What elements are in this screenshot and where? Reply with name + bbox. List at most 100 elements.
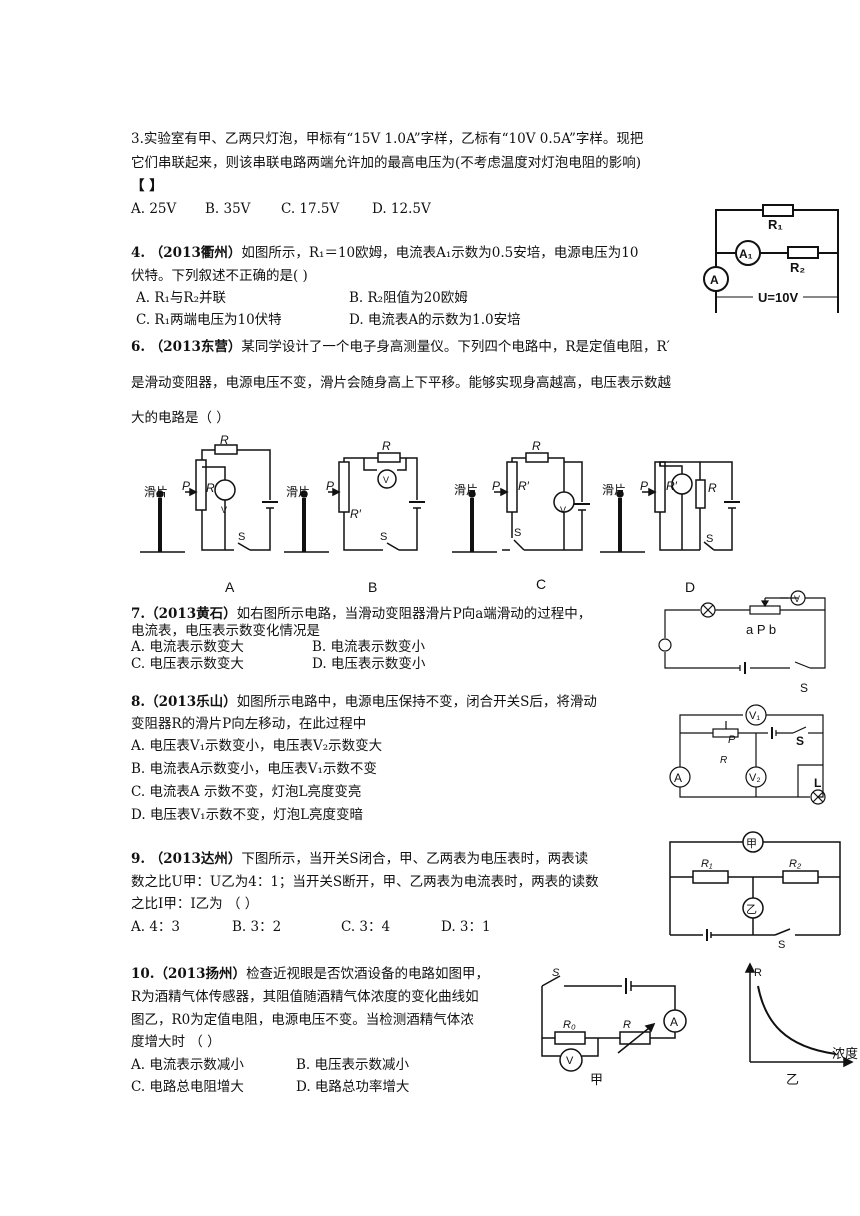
q6c-slider: 滑片 <box>454 483 478 497</box>
q10-circuit-figure: S R₀ R A V 甲 <box>541 967 687 1087</box>
q6d-p: P <box>640 479 648 493</box>
q6a-p: P <box>182 479 190 493</box>
q9-fig-r1: R₁ <box>701 858 713 870</box>
q3-option-c: C. 17.5V <box>281 201 340 217</box>
q10-graph-axis-x: 浓度 <box>832 1046 858 1061</box>
q4-line2: 伏特。下列叙述不正确的是( ) <box>131 268 308 284</box>
q9-line3: 之比I甲：I乙为 （ ） <box>131 896 259 912</box>
q6a-v: V <box>221 505 227 515</box>
q3-bracket: 【 】 <box>131 178 163 194</box>
q9-fig-yi: 乙 <box>746 903 757 916</box>
q8-fig-v2: V₂ <box>749 772 761 784</box>
q6b-s: S <box>380 531 387 543</box>
q10-option-c: C. 电路总电阻增大 <box>131 1079 244 1095</box>
q6a-rp: R′ <box>206 481 218 495</box>
q10-line3: 图乙，R0为定值电阻，电源电压不变。当检测酒精气体浓 <box>131 1012 474 1028</box>
q10-option-d: D. 电路总功率增大 <box>296 1079 410 1095</box>
q10-curve-graph: R 浓度 乙 <box>744 962 858 1087</box>
q6-circuit-b: 滑片 P R′ R V S <box>284 439 425 553</box>
q8-fig-v1: V₁ <box>749 710 760 722</box>
q10-fig-r0: R₀ <box>563 1019 576 1031</box>
q8-fig-p: P <box>728 734 736 746</box>
q10-line1: 10.（2013扬州）检查近视眼是否饮酒设备的电路如图甲， <box>131 965 489 983</box>
q10-option-b: B. 电压表示数减小 <box>296 1057 410 1073</box>
q10-fig-a: A <box>670 1015 678 1029</box>
q6-line1: 6. （2013东营）某同学设计了一个电子身高测量仪。下列四个电路中，R是定值电… <box>131 338 670 356</box>
q9-option-c: C. 3：4 <box>341 919 391 935</box>
q6d-r: R <box>708 481 717 495</box>
q6c-r: R <box>532 439 541 453</box>
q9-line1: 9. （2013达州）下图所示，当开关S闭合，甲、乙两表为电压表时，两表读 <box>131 850 588 868</box>
q9-option-d: D. 3：1 <box>441 919 491 935</box>
q6-label-a: A <box>225 579 235 595</box>
q9-stem1: 下图所示，当开关S闭合，甲、乙两表为电压表时，两表读 <box>241 851 589 867</box>
q8-option-d: D. 电压表V₁示数不变，灯泡L亮度变暗 <box>131 807 364 823</box>
q10-option-a: A. 电流表示数减小 <box>131 1057 244 1073</box>
q9-option-b: B. 3：2 <box>232 919 282 935</box>
q3-line2: 它们串联起来，则该串联电路两端允许加的最高电压为(不考虑温度对灯泡电阻的影响) <box>131 155 642 171</box>
q8-fig-l: L <box>814 776 821 790</box>
q9-fig-r2: R₂ <box>789 858 802 870</box>
q4-fig-a: A <box>710 273 719 287</box>
q8-option-b: B. 电流表A示数变小，电压表V₁示数不变 <box>131 761 377 777</box>
q4-line1: 4. （2013衢州）如图所示，R₁＝10欧姆，电流表A₁示数为0.5安培，电源… <box>131 244 638 262</box>
q8-source: 8.（2013乐山） <box>131 694 237 710</box>
q9-option-a: A. 4：3 <box>131 919 181 935</box>
q7-option-b: B. 电流表示数变小 <box>312 639 426 655</box>
q6a-r: R <box>220 433 229 447</box>
q6-source: 6. （2013东营） <box>131 339 242 355</box>
q6b-v: V <box>383 475 389 485</box>
q8-line2: 变阻器R的滑片P向左移动，在此过程中 <box>131 716 367 732</box>
q6d-slider: 滑片 <box>602 483 626 497</box>
q6b-slider: 滑片 <box>286 485 310 499</box>
q6a-slider: 滑片 <box>144 485 168 499</box>
q8-fig-a: A <box>674 771 682 785</box>
q7-option-a: A. 电流表示数变大 <box>131 639 244 655</box>
q4-stem1: 如图所示，R₁＝10欧姆，电流表A₁示数为0.5安培，电源电压为10 <box>241 245 639 261</box>
q10-line2: R为酒精气体传感器，其阻值随酒精气体浓度的变化曲线如 <box>131 989 479 1005</box>
q6-line3: 大的电路是（ ） <box>131 410 230 426</box>
q6-circuit-c: 滑片 P R′ R V S <box>452 439 590 553</box>
q10-fig-v: V <box>566 1055 574 1067</box>
q8-option-c: C. 电流表A 示数不变，灯泡L亮度变亮 <box>131 784 362 800</box>
q4-fig-a1: A₁ <box>739 247 753 261</box>
q8-option-a: A. 电压表V₁示数变小，电压表V₂示数变大 <box>131 738 383 754</box>
q7-option-d: D. 电压表示数变小 <box>312 656 426 672</box>
q4-fig-r2: R₂ <box>790 260 805 275</box>
q7-stem1: 如右图所示电路，当滑动变阻器滑片P向a端滑动的过程中， <box>236 606 592 622</box>
q8-fig-s: S <box>796 734 804 748</box>
q8-line1: 8.（2013乐山）如图所示电路中，电源电压保持不变，闭合开关S后，将滑动 <box>131 693 597 711</box>
q4-source: 4. （2013衢州） <box>131 245 242 261</box>
q4-fig-r1: R₁ <box>768 217 783 232</box>
q4-option-b: B. R₂阻值为20欧姆 <box>349 290 468 306</box>
q10-source: 10.（2013扬州） <box>131 966 247 982</box>
q10-line4: 度增大时 （ ） <box>131 1034 221 1050</box>
q7-option-c: C. 电压表示数变大 <box>131 656 244 672</box>
q4-option-c: C. R₁两端电压为10伏特 <box>136 312 282 328</box>
q7-line1: 7.（2013黄石）如右图所示电路，当滑动变阻器滑片P向a端滑动的过程中， <box>131 605 591 623</box>
q4-option-a: A. R₁与R₂并联 <box>136 290 226 306</box>
q6a-s: S <box>238 531 245 543</box>
q6b-rp: R′ <box>350 507 362 521</box>
q7-fig-s: S <box>800 681 808 695</box>
q6-line2: 是滑动变阻器，电源电压不变，滑片会随身高上下平移。能够实现身高越高，电压表示数越 <box>131 375 671 391</box>
q10-fig-jia: 甲 <box>590 1072 603 1087</box>
q6-stem1: 某同学设计了一个电子身高测量仪。下列四个电路中，R是定值电阻，R′ <box>241 339 670 355</box>
q9-fig-s: S <box>778 939 785 951</box>
q3-line1: 3.实验室有甲、乙两只灯泡，甲标有“15V 1.0A”字样，乙标有“10V 0.… <box>131 131 644 147</box>
q10-graph-axis-y: R <box>754 967 762 979</box>
q6-circuit-d: 滑片 P R′ R S <box>600 461 740 553</box>
q8-fig-r: R <box>720 755 727 766</box>
q3-option-b: B. 35V <box>205 201 251 217</box>
q7-fig-v: V <box>794 594 800 604</box>
q6d-s: S <box>706 533 713 545</box>
q4-fig-u: U=10V <box>758 290 798 305</box>
q9-circuit-figure: 甲 R₁ R₂ 乙 S <box>669 831 841 951</box>
q9-fig-jia: 甲 <box>746 838 757 850</box>
q6-label-d: D <box>685 579 696 595</box>
q4-option-d: D. 电流表A的示数为1.0安培 <box>349 312 521 328</box>
q7-circuit-figure: V a P b S <box>658 590 826 695</box>
q3-option-a: A. 25V <box>131 201 177 217</box>
q10-stem1: 检查近视眼是否饮酒设备的电路如图甲， <box>246 966 490 982</box>
q10-graph-yi: 乙 <box>786 1072 799 1087</box>
